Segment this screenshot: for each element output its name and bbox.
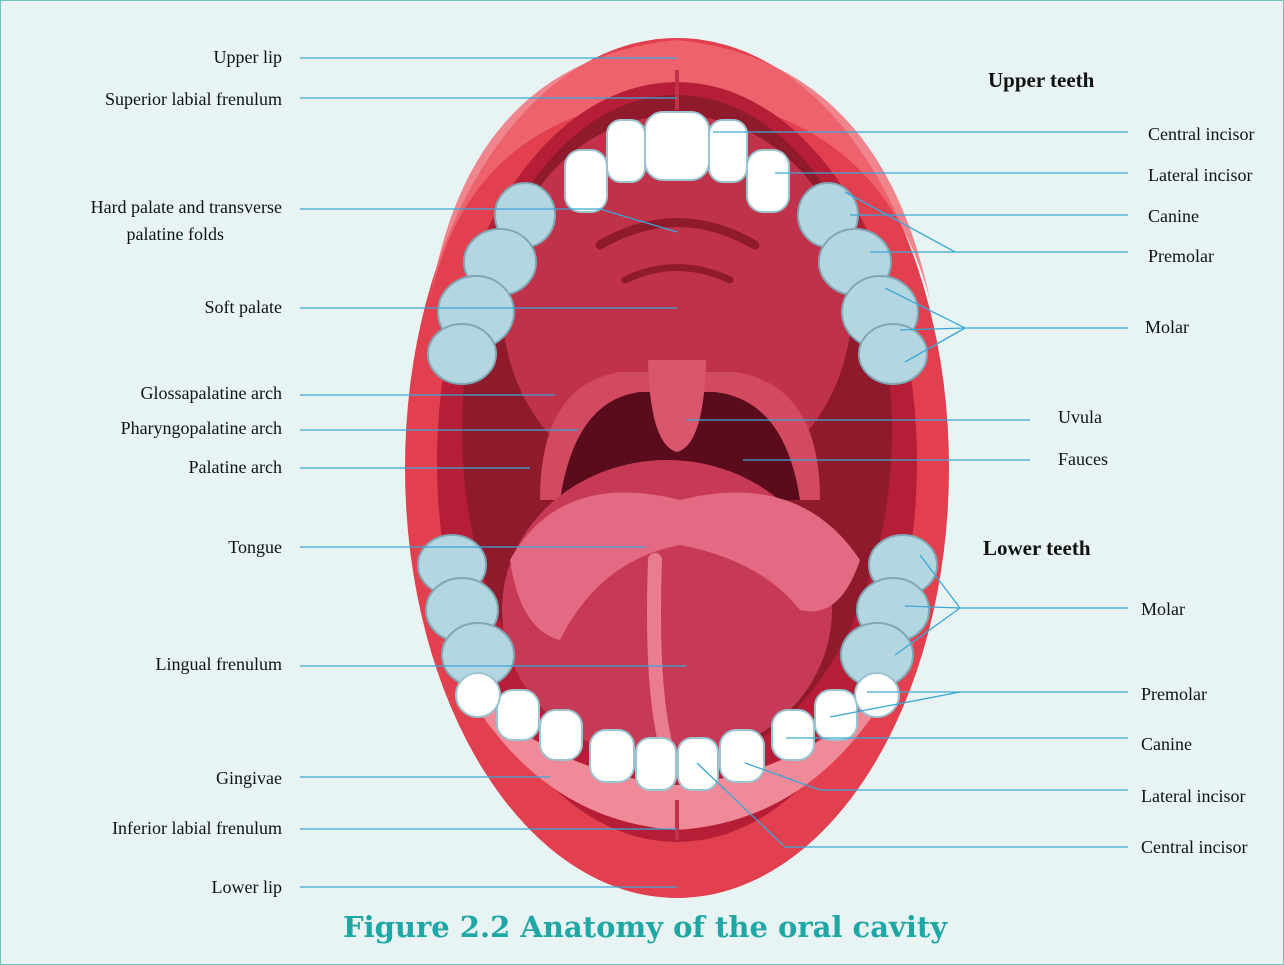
label-upper-lip: Upper lip <box>214 46 282 68</box>
label-palatine-arch: Palatine arch <box>189 456 282 478</box>
label-hard-palate-line1: Hard palate and transverse <box>91 196 282 218</box>
label-upper-canine: Canine <box>1148 205 1199 227</box>
label-upper-premolar: Premolar <box>1148 245 1214 267</box>
label-lower-canine: Canine <box>1141 733 1192 755</box>
label-hard-palate-line2: palatine folds <box>127 223 224 245</box>
label-lower-central-incisor: Central incisor <box>1141 836 1247 858</box>
label-tongue: Tongue <box>228 536 282 558</box>
label-inferior-labial-frenulum: Inferior labial frenulum <box>112 817 282 839</box>
figure-caption: Figure 2.2 Anatomy of the oral cavity <box>343 910 947 944</box>
label-upper-lateral-incisor: Lateral incisor <box>1148 164 1252 186</box>
label-fauces: Fauces <box>1058 448 1108 470</box>
heading-upper-teeth: Upper teeth <box>988 68 1094 93</box>
label-lower-premolar: Premolar <box>1141 683 1207 705</box>
label-lingual-frenulum: Lingual frenulum <box>156 653 282 675</box>
label-soft-palate: Soft palate <box>205 296 282 318</box>
label-gingivae: Gingivae <box>216 767 282 789</box>
label-pharyngopalatine-arch: Pharyngopalatine arch <box>121 417 282 439</box>
heading-lower-teeth: Lower teeth <box>983 536 1091 561</box>
label-lower-molar: Molar <box>1141 598 1185 620</box>
label-superior-labial-frenulum: Superior labial frenulum <box>105 88 282 110</box>
label-lower-lip: Lower lip <box>212 876 282 898</box>
label-upper-central-incisor: Central incisor <box>1148 123 1254 145</box>
label-uvula: Uvula <box>1058 406 1102 428</box>
label-lower-lateral-incisor: Lateral incisor <box>1141 785 1245 807</box>
label-upper-molar: Molar <box>1145 316 1189 338</box>
label-glossapalatine-arch: Glossapalatine arch <box>141 382 282 404</box>
